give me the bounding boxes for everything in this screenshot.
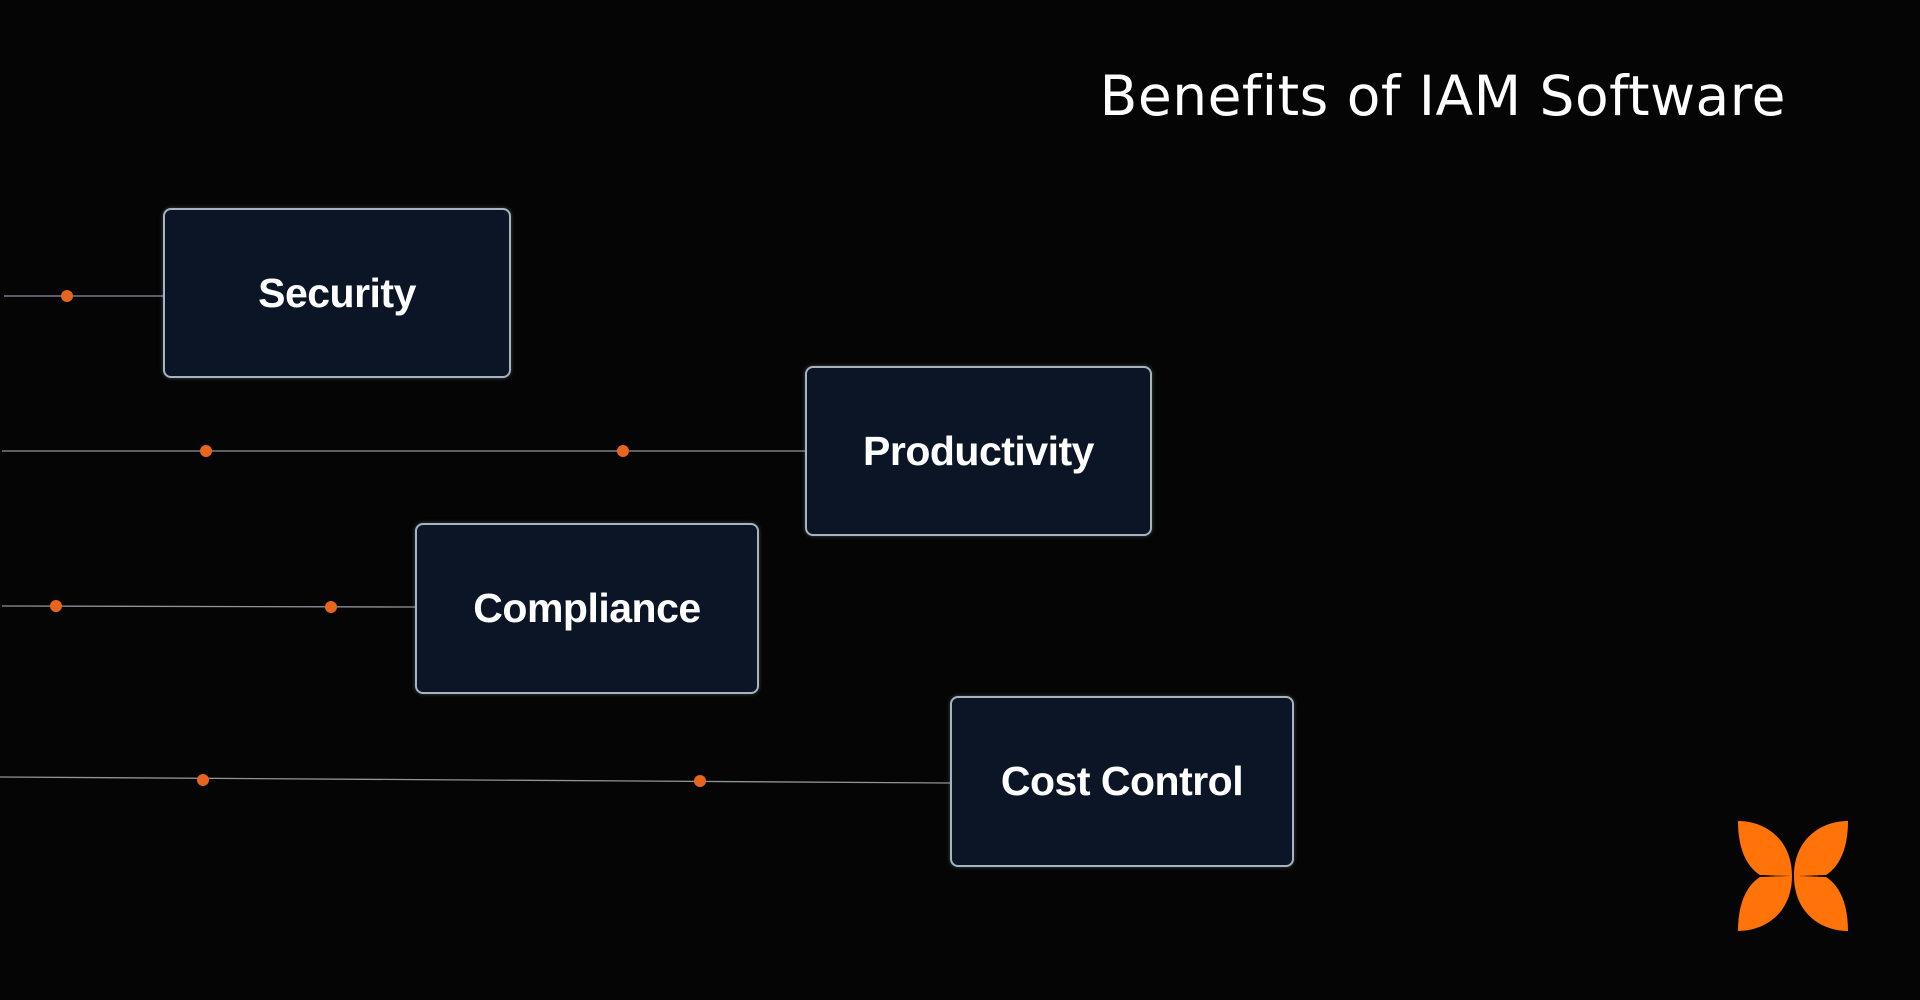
benefit-label: Compliance [473, 585, 701, 631]
dot-icon [694, 775, 706, 787]
benefit-box-compliance: Compliance [415, 523, 759, 694]
dot-icon [50, 600, 62, 612]
dot-icon [197, 774, 209, 786]
dot-icon [200, 445, 212, 457]
connector-line-compliance [1, 605, 416, 608]
page-title: Benefits of IAM Software [1099, 64, 1786, 128]
benefit-box-security: Security [163, 208, 511, 378]
benefit-box-productivity: Productivity [805, 366, 1152, 536]
benefit-label: Cost Control [1000, 758, 1244, 804]
connector-line-cost-control [0, 776, 951, 784]
benefit-label: Productivity [863, 427, 1094, 474]
orange-four-petal-logo-icon [1738, 821, 1848, 931]
benefit-box-cost-control: Cost Control [950, 696, 1294, 867]
dot-icon [325, 601, 337, 613]
dot-icon [617, 445, 629, 457]
benefit-label: Security [258, 269, 416, 316]
dot-icon [61, 290, 73, 302]
